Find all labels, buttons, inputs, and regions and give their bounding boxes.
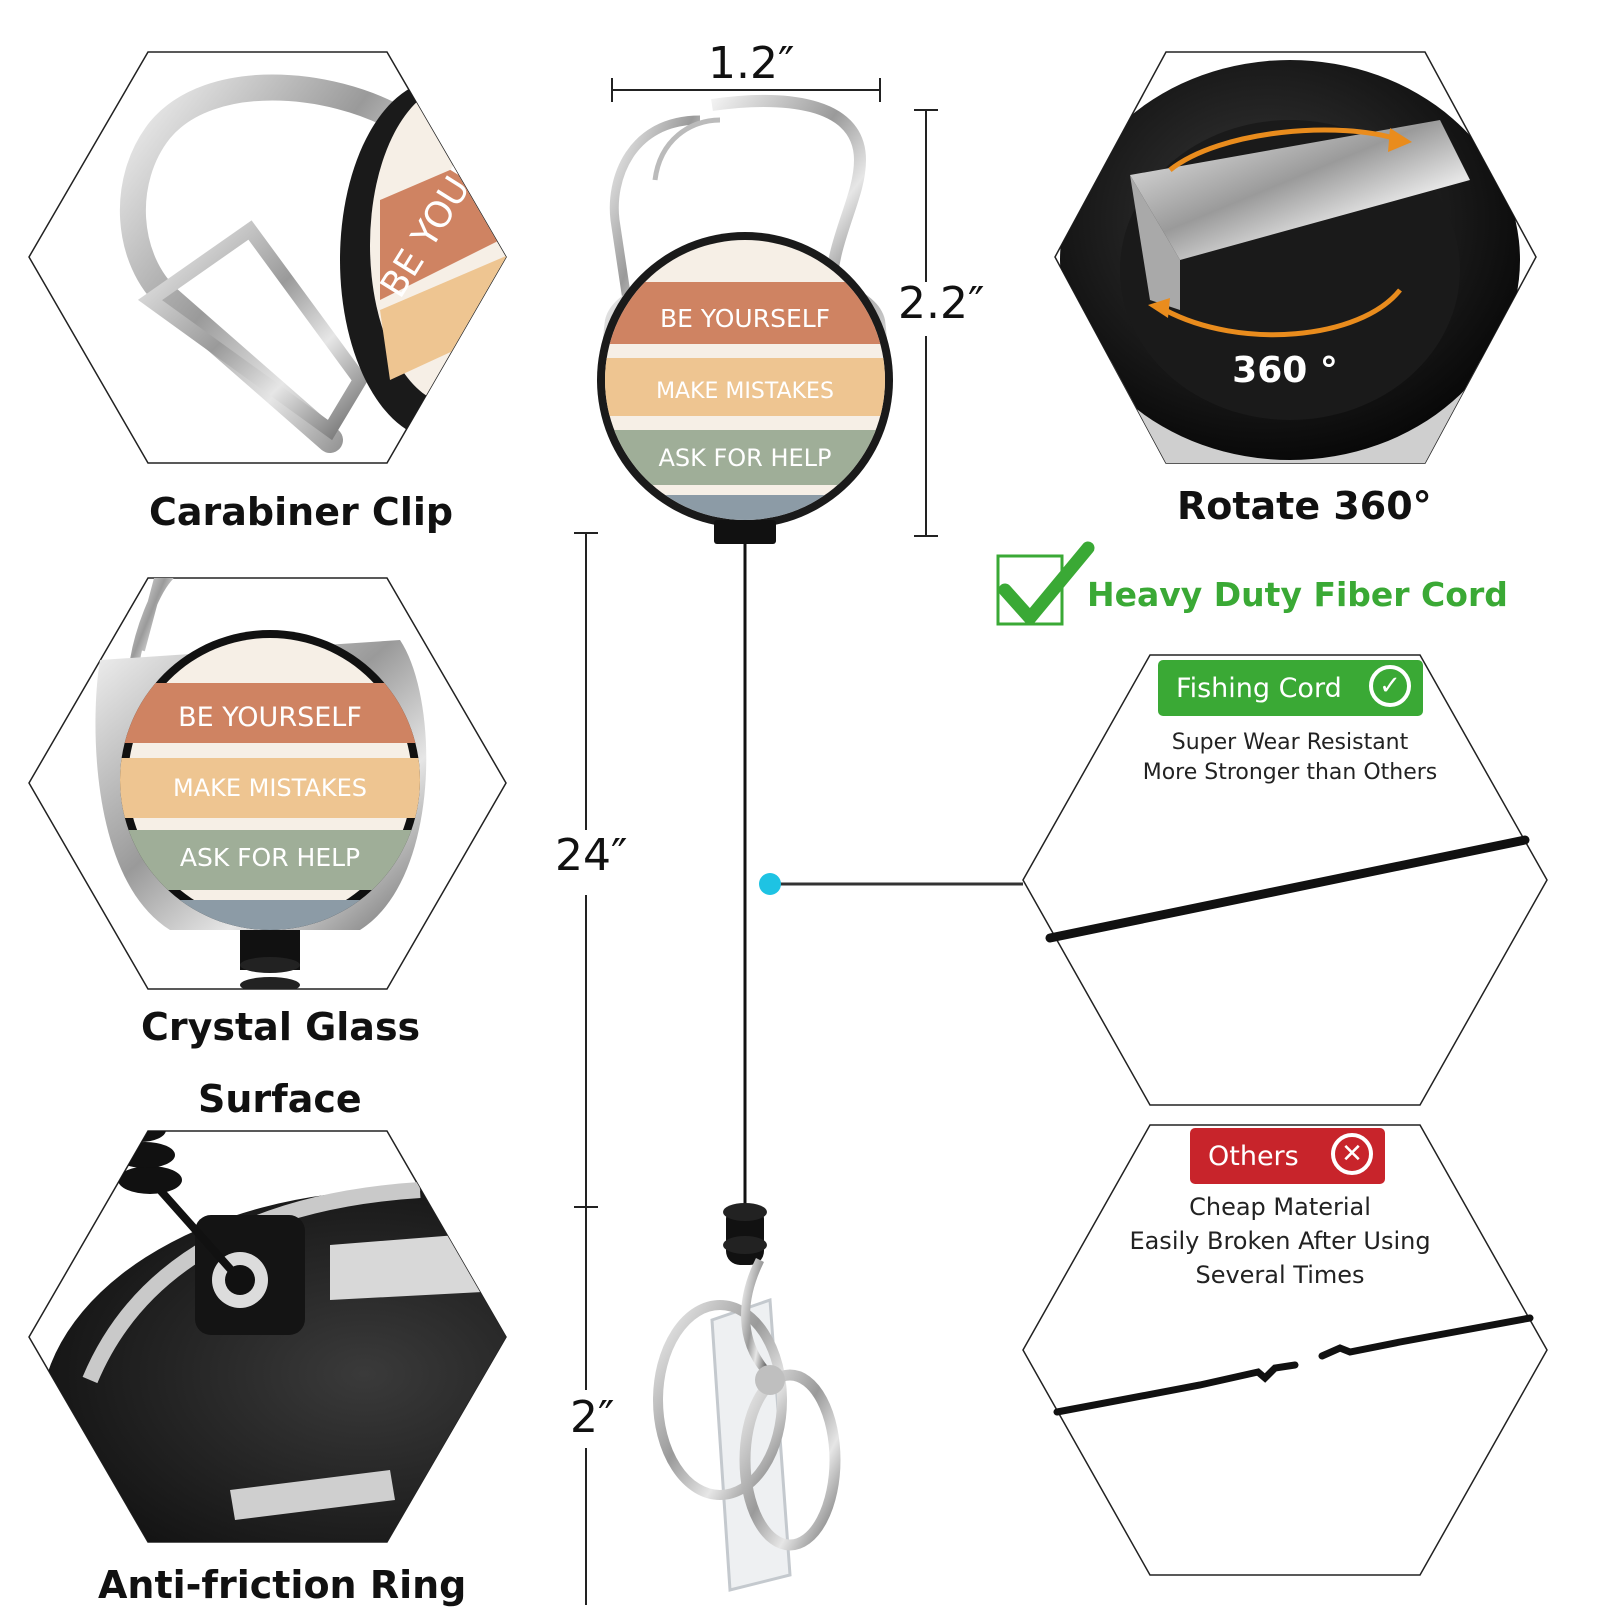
main-badge-line3: ASK FOR HELP: [658, 444, 831, 472]
others-desc-1: Cheap Material: [1189, 1193, 1371, 1221]
key-ring-assembly: [653, 1257, 841, 1592]
ring-length-dimension: 2″: [570, 1392, 615, 1443]
cord-length-dimension: 24″: [555, 830, 628, 881]
height-dimension: 2.2″: [898, 278, 985, 329]
width-dimension-line: [611, 78, 881, 102]
main-badge-line1: BE YOURSELF: [660, 304, 830, 333]
anti-friction-ring-hexagon: [28, 1130, 507, 1543]
retractable-cord: [723, 544, 767, 1265]
fishing-cord-tag: Fishing Cord ✓: [1158, 660, 1423, 716]
green-check-icon: [996, 541, 1095, 626]
broken-cord-left: [1053, 1361, 1299, 1416]
fishing-cord-desc-1: Super Wear Resistant: [1171, 730, 1409, 755]
glass-badge-line1: BE YOURSELF: [178, 702, 362, 733]
cross-circle-icon: ✕: [1331, 1133, 1373, 1175]
fishing-cord-hexagon: [1022, 654, 1548, 1106]
others-tag-label: Others: [1208, 1140, 1299, 1172]
crystal-glass-hexagon: BE YOURSELF MAKE MISTAKES ASK FOR HELP: [28, 577, 507, 990]
width-dimension: 1.2″: [708, 38, 795, 89]
glass-badge-line2: MAKE MISTAKES: [173, 774, 367, 802]
others-desc-2: Easily Broken After Using: [1129, 1227, 1431, 1255]
broken-cord-right: [1318, 1314, 1534, 1360]
crystal-glass-label: Crystal Glass: [141, 1005, 421, 1049]
main-badge-reel: BE YOURSELF MAKE MISTAKES ASK FOR HELP: [597, 94, 893, 544]
height-dimension-line: [914, 109, 938, 537]
carabiner-closeup-hexagon: BE YOUR: [28, 51, 507, 464]
cord-pointer: [759, 873, 1023, 895]
check-circle-icon: ✓: [1369, 665, 1411, 707]
heavy-duty-cord-label: Heavy Duty Fiber Cord: [1087, 575, 1508, 614]
anti-friction-ring-label: Anti-friction Ring: [98, 1563, 467, 1607]
fishing-cord-tag-label: Fishing Cord: [1176, 672, 1342, 704]
rotate-marker: 360 °: [1232, 350, 1338, 391]
others-desc-3: Several Times: [1195, 1261, 1365, 1289]
glass-badge-line3: ASK FOR HELP: [180, 843, 360, 872]
carabiner-clip-label: Carabiner Clip: [149, 490, 454, 534]
main-badge-line2: MAKE MISTAKES: [656, 379, 834, 404]
fishing-cord-desc-2: More Stronger than Others: [1142, 760, 1438, 785]
others-tag: Others ✕: [1190, 1128, 1385, 1184]
crystal-glass-label-line2: Surface: [198, 1077, 362, 1121]
others-cord-hexagon: [1022, 1124, 1548, 1576]
rotate-360-label: Rotate 360°: [1177, 484, 1432, 528]
rotate-360-hexagon: 360 °: [1054, 51, 1537, 464]
strong-cord-line: [1045, 835, 1530, 943]
